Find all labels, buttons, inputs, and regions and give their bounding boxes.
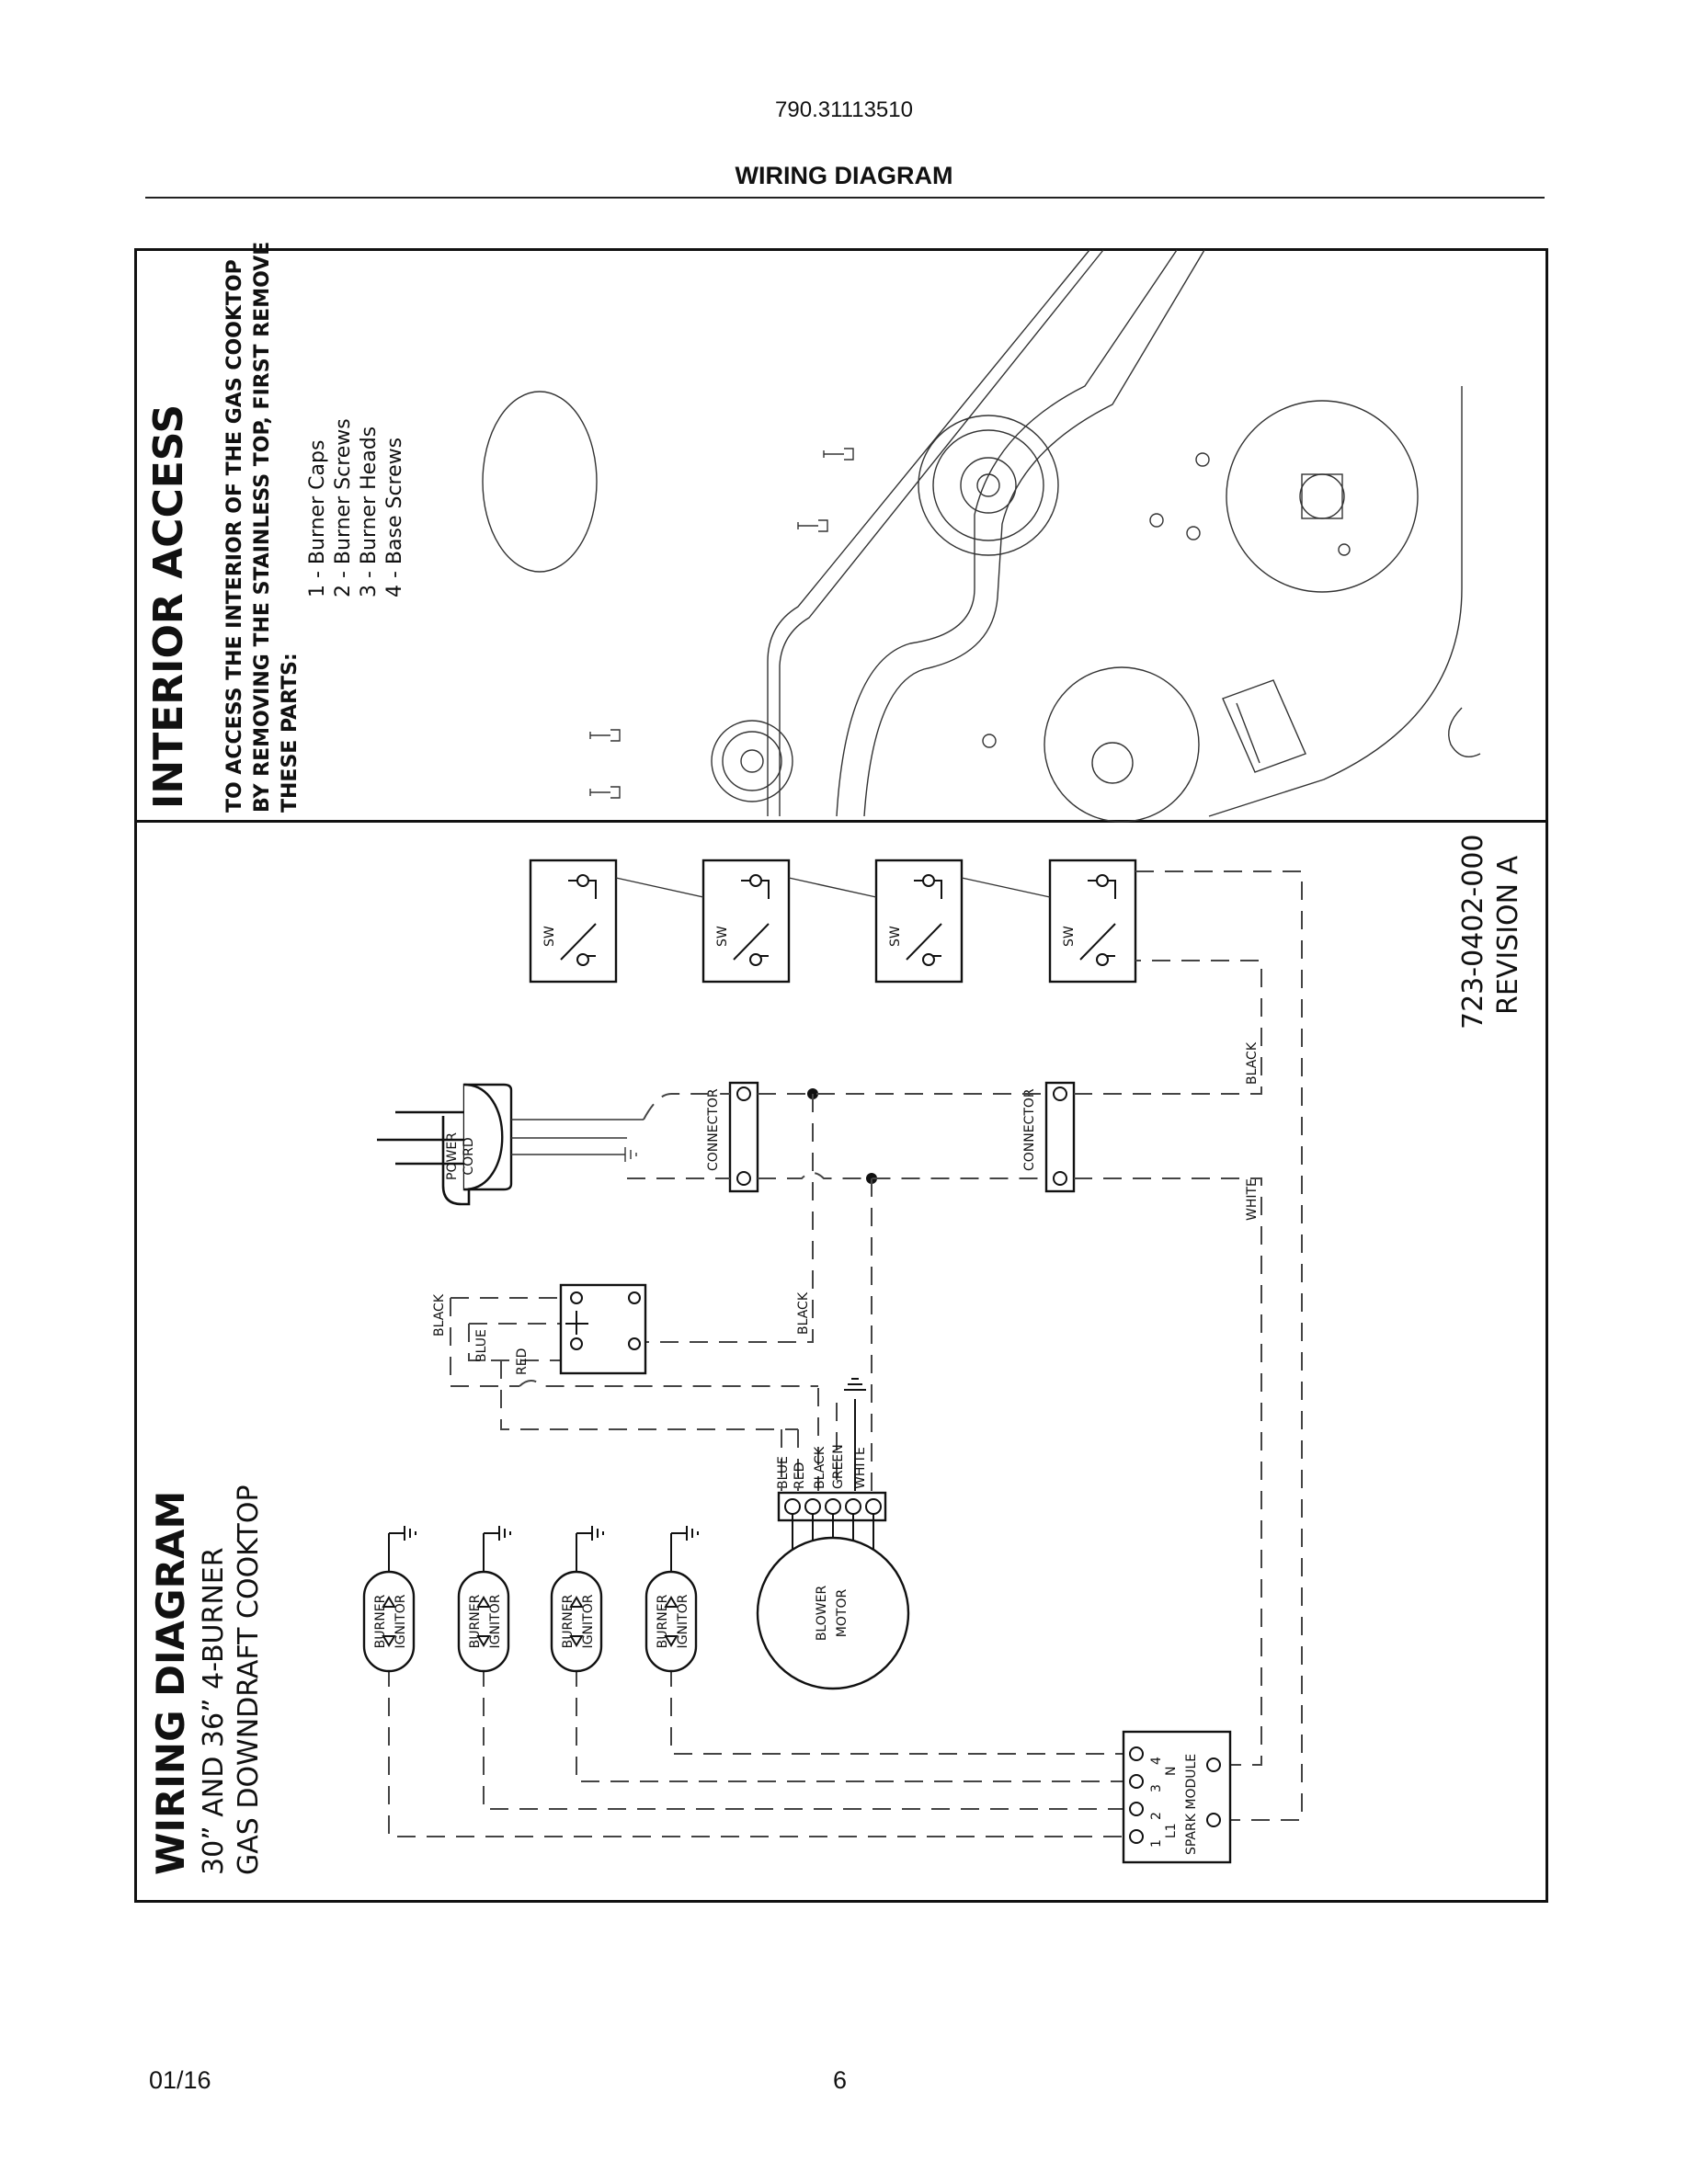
spark-terminal-2: 2 [1149, 1812, 1164, 1820]
wiring-subtitle-line-2: GAS DOWNDRAFT COOKTOP [233, 1484, 265, 1875]
burner-base-left-icon [1044, 666, 1200, 823]
spark-terminal-1: 1 [1149, 1839, 1164, 1848]
blower-motor-label-1: BLOWER [815, 1586, 829, 1642]
switch-2-label: SW [715, 926, 730, 947]
cooktop-outline-right [1208, 386, 1463, 817]
switch-2: SW [701, 859, 791, 984]
burner-ignitor-4-label-1: BURNER [656, 1594, 670, 1648]
connector-2-label: CONNECTOR [1022, 1088, 1037, 1171]
spark-terminal-l1: L1 [1164, 1823, 1179, 1838]
burner-large-icon [918, 415, 1059, 556]
wire-label-blue-1: BLUE [474, 1329, 489, 1362]
cooktop-channel [836, 249, 1178, 817]
cooktop-channel-inner [863, 249, 1205, 817]
burner-ignitor-1: BURNER IGNITOR [362, 1526, 416, 1673]
control-knob-icon [1222, 679, 1306, 773]
wire-label-black-3: BLACK [1245, 1041, 1260, 1085]
base-screw-icons [589, 448, 1210, 799]
instruction-line-2: BY REMOVING THE STAINLESS TOP, FIRST REM… [251, 242, 274, 813]
power-cord-label-2: CORD [462, 1137, 476, 1175]
burner-ignitor-2: BURNER IGNITOR [457, 1526, 511, 1673]
parts-item-1: 1 - Burner Caps [306, 440, 329, 597]
burner-base-right-icon [1226, 400, 1419, 593]
parts-item-4: 4 - Base Screws [383, 438, 406, 597]
wiring-subtitle-line-1: 30” AND 36” 4-BURNER [198, 1547, 230, 1875]
burner-ignitor-2-label-1: BURNER [468, 1594, 483, 1648]
spark-terminal-3: 3 [1149, 1784, 1164, 1792]
section-title: WIRING DIAGRAM [735, 162, 953, 189]
document-number: 790.31113510 [775, 97, 913, 122]
motor-lead-red: RED [793, 1462, 807, 1489]
panel-divider [134, 820, 1548, 823]
motor-lead-black: BLACK [813, 1446, 827, 1489]
switch-3: SW [874, 859, 964, 984]
parts-item-2: 2 - Burner Screws [332, 418, 355, 597]
ground-motor-icon [844, 1378, 866, 1491]
wiring-runs [388, 870, 1303, 1837]
connector-1: CONNECTOR [706, 1081, 759, 1193]
relay-block [559, 1283, 647, 1375]
wire-label-white-1: WHITE [1245, 1178, 1260, 1221]
blower-motor-label-2: MOTOR [835, 1589, 850, 1638]
switch-links [615, 877, 1051, 898]
burner-ignitor-4-label-2: IGNITOR [676, 1594, 690, 1648]
header-rule [145, 197, 1545, 199]
revision-label: REVISION A [1492, 855, 1524, 1015]
power-cord: POWER CORD [377, 1083, 513, 1206]
cooktop-illustration [482, 249, 1481, 823]
wire-label-black-2: BLACK [796, 1291, 811, 1335]
motor-lead-blue: BLUE [776, 1456, 791, 1489]
switch-1-label: SW [542, 926, 557, 947]
switch-4-label: SW [1062, 926, 1077, 947]
diagram-frame [134, 248, 1548, 1903]
burner-ignitor-1-label-1: BURNER [373, 1594, 388, 1648]
motor-lead-white: WHITE [853, 1447, 868, 1489]
instruction-line-1: TO ACCESS THE INTERIOR OF THE GAS COOKTO… [223, 259, 246, 813]
instruction-line-3: THESE PARTS: [279, 653, 302, 813]
footer-page-number: 6 [833, 2066, 848, 2094]
spark-terminal-4: 4 [1149, 1757, 1164, 1765]
burner-ignitor-1-label-2: IGNITOR [393, 1594, 408, 1648]
power-cord-leads [511, 1119, 644, 1162]
burner-cap-icon [482, 391, 598, 573]
spark-module: 1 2 3 4 L1 N SPARK MODULE [1122, 1730, 1232, 1864]
switch-1: SW [529, 859, 618, 984]
part-number: 723-0402-000 [1457, 834, 1489, 1029]
interior-access-title: INTERIOR ACCESS [145, 404, 192, 809]
burner-ignitor-3-label-1: BURNER [561, 1594, 576, 1648]
parts-item-3: 3 - Burner Heads [358, 427, 381, 597]
knob-edge-icon [1448, 707, 1481, 757]
cooktop-edge [767, 249, 1104, 816]
switch-3-label: SW [888, 926, 903, 947]
burner-ignitor-3: BURNER IGNITOR [550, 1526, 604, 1673]
connector-1-label: CONNECTOR [706, 1088, 721, 1171]
burner-ignitor-3-label-2: IGNITOR [581, 1594, 596, 1648]
motor-lead-green: GREEN [831, 1444, 846, 1489]
power-cord-label-1: POWER [445, 1132, 460, 1180]
wiring-diagram-panel: WIRING DIAGRAM 30” AND 36” 4-BURNER GAS … [148, 834, 1524, 1875]
burner-ignitor-2-label-2: IGNITOR [488, 1594, 503, 1648]
burner-small-icon [711, 720, 793, 802]
burner-ignitor-4: BURNER IGNITOR [644, 1526, 699, 1673]
blower-motor: BLOWER MOTOR [756, 1491, 910, 1690]
switch-4: SW [1048, 859, 1137, 984]
footer-date: 01/16 [149, 2066, 211, 2094]
wire-label-red-1: RED [515, 1348, 530, 1375]
wiring-title: WIRING DIAGRAM [148, 1491, 193, 1875]
spark-module-label: SPARK MODULE [1184, 1754, 1199, 1855]
connector-2: CONNECTOR [1022, 1081, 1076, 1193]
interior-access-panel: INTERIOR ACCESS TO ACCESS THE INTERIOR O… [145, 242, 1481, 823]
wire-label-black-1: BLACK [432, 1293, 447, 1337]
spark-terminal-n: N [1164, 1767, 1179, 1776]
